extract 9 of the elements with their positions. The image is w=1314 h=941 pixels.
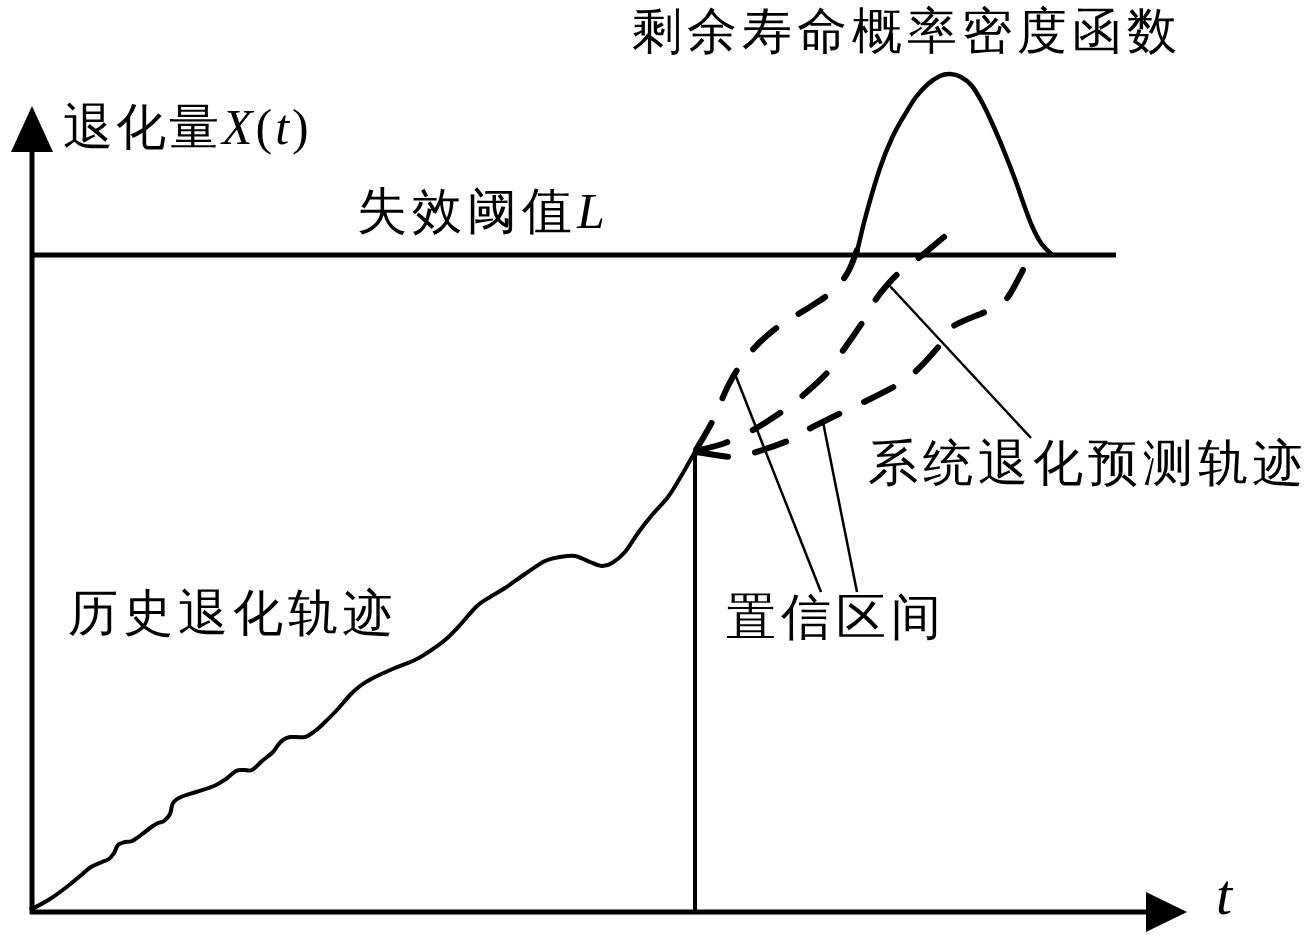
leader-line bbox=[821, 421, 859, 593]
callout-label: 置信区间 bbox=[726, 592, 946, 642]
curve-label: 剩余寿命概率密度函数 bbox=[632, 6, 1182, 56]
threshold-label: 失效阈值L bbox=[357, 186, 610, 236]
axis-label: t bbox=[1216, 866, 1233, 924]
curve-label: 历史退化轨迹 bbox=[68, 588, 398, 638]
callout-label: 系统退化预测轨迹 bbox=[868, 438, 1308, 488]
leader-line bbox=[733, 373, 823, 593]
leader-line bbox=[887, 283, 1032, 439]
